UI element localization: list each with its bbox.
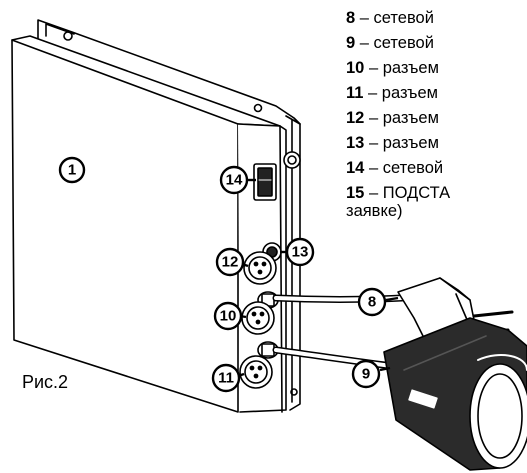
- legend-text: – сетевой: [355, 9, 434, 27]
- legend-text: – ПОДСТА: [364, 184, 451, 202]
- svg-text:12: 12: [222, 254, 239, 271]
- device-enclosure: [11, 35, 287, 413]
- svg-text:1: 1: [68, 162, 76, 179]
- legend-item-9: 9 – сетевой: [346, 31, 527, 56]
- legend-number: 13: [346, 134, 365, 152]
- legend-number: 12: [346, 109, 365, 127]
- svg-text:10: 10: [220, 308, 237, 325]
- callout-1: 1: [58, 156, 86, 184]
- legend-number: 8: [346, 9, 356, 27]
- legend-text: – разъем: [363, 84, 439, 102]
- legend-number: 15: [346, 184, 365, 202]
- svg-text:8: 8: [368, 294, 376, 311]
- legend-text: – сетевой: [364, 159, 444, 177]
- svg-text:11: 11: [218, 370, 234, 387]
- callout-8: 8: [357, 287, 399, 317]
- svg-text:13: 13: [292, 244, 309, 261]
- legend-text: – разъем: [364, 59, 439, 77]
- legend-item-8: 8 – сетевой: [346, 6, 527, 31]
- callout-13: 13: [280, 237, 315, 267]
- legend-number: 11: [346, 84, 364, 102]
- legend-text: – разъем: [364, 109, 439, 127]
- callout-9: 9: [351, 359, 391, 389]
- legend-item-15: 15 – ПОДСТА: [346, 181, 527, 206]
- legend-number: 10: [346, 59, 365, 77]
- connector-11: [239, 355, 273, 389]
- callout-10: 10: [213, 301, 247, 331]
- figure-caption: Рис.2: [22, 372, 69, 392]
- legend-continuation: заявке): [346, 202, 403, 220]
- legend-text: – сетевой: [355, 34, 434, 52]
- legend-item-14: 14 – сетевой: [346, 156, 527, 181]
- connector-10: [241, 301, 275, 335]
- legend-item-12: 12 – разъем: [346, 106, 527, 131]
- connector-12: [243, 251, 277, 285]
- legend-item-13: 13 – разъем: [346, 131, 527, 156]
- power-switch: [253, 163, 277, 201]
- svg-text:9: 9: [362, 366, 370, 383]
- parts-legend: 8 – сетевой 9 – сетевой 10 – разъем 11 –…: [346, 6, 527, 220]
- cable-gland-lower: [257, 341, 279, 359]
- svg-text:14: 14: [226, 172, 243, 189]
- legend-item-10: 10 – разъем: [346, 56, 527, 81]
- callout-11: 11: [211, 363, 245, 393]
- callout-12: 12: [215, 247, 249, 277]
- side-knob: [283, 151, 301, 169]
- legend-text: – разъем: [364, 134, 439, 152]
- power-cable-9: [272, 346, 396, 370]
- legend-item-11: 11 – разъем: [346, 81, 527, 106]
- callout-14: 14: [219, 165, 256, 195]
- power-socket: [383, 317, 527, 471]
- legend-number: 9: [346, 34, 356, 52]
- legend-number: 14: [346, 159, 365, 177]
